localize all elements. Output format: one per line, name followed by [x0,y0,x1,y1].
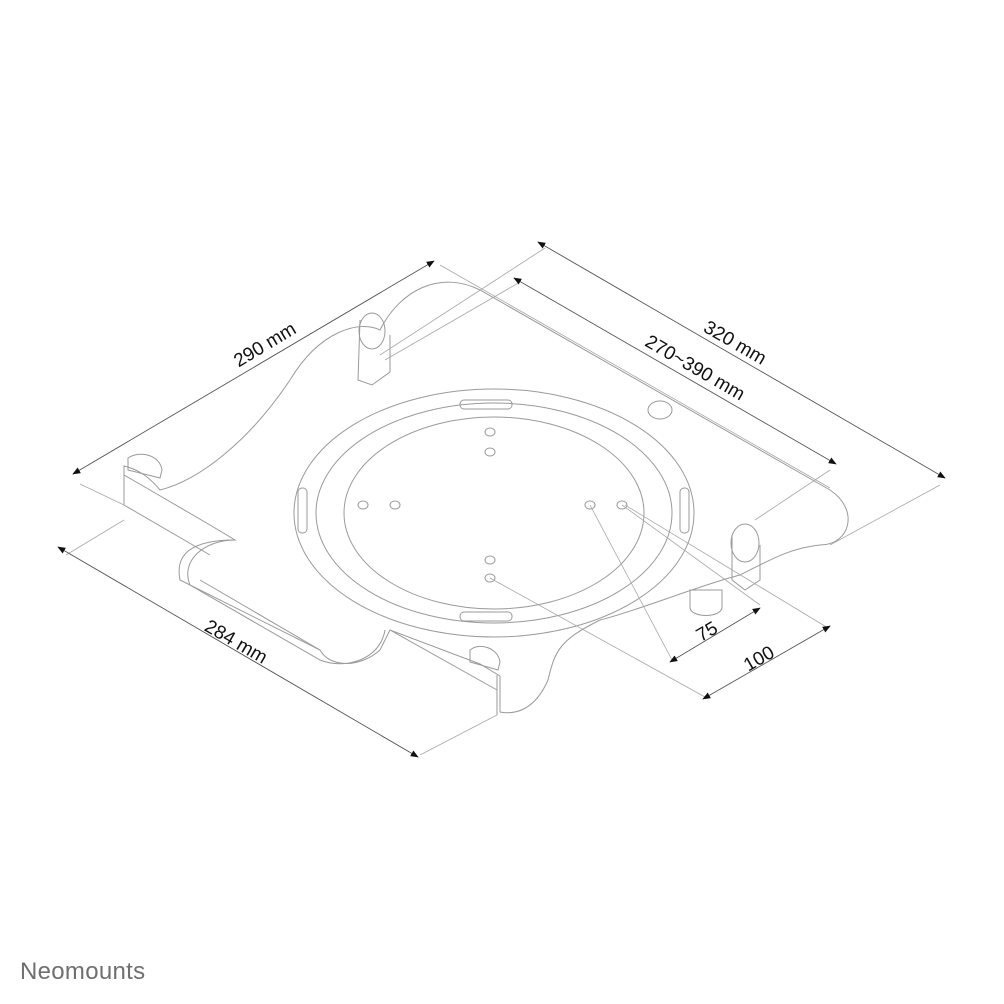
label-100: 100 [740,642,778,676]
vesa-holes [357,427,628,583]
brand-logo: Neomounts [20,958,146,985]
label-284mm: 284 mm [201,616,271,669]
dimension-line-320 [537,241,946,479]
extension-lines [65,247,941,756]
front-hook-right [469,646,501,671]
dimension-line-290 [72,260,435,475]
dimension-line-270-390 [513,277,837,465]
disc-middle-ring [315,402,673,624]
front-hook-left [127,453,163,479]
disc-slot-left [297,487,308,534]
disc-slot-top [459,399,513,410]
rear-clamp-right-bracket [731,535,761,591]
disc-outer-ring [293,388,695,638]
adjustment-knob [689,589,723,616]
dimension-line-284 [57,546,419,758]
dimension-line-100 [702,625,831,700]
label-320mm: 320 mm [700,317,770,370]
cable-hole [647,400,673,420]
rear-clamp-right [730,523,760,563]
rear-clamp-left [358,312,386,350]
disc-slot-bottom [459,611,513,622]
front-lip [123,466,498,715]
label-290mm: 290 mm [230,319,300,372]
disc-inner [343,416,645,610]
label-75: 75 [693,618,722,647]
disc-slot-right [679,487,690,534]
